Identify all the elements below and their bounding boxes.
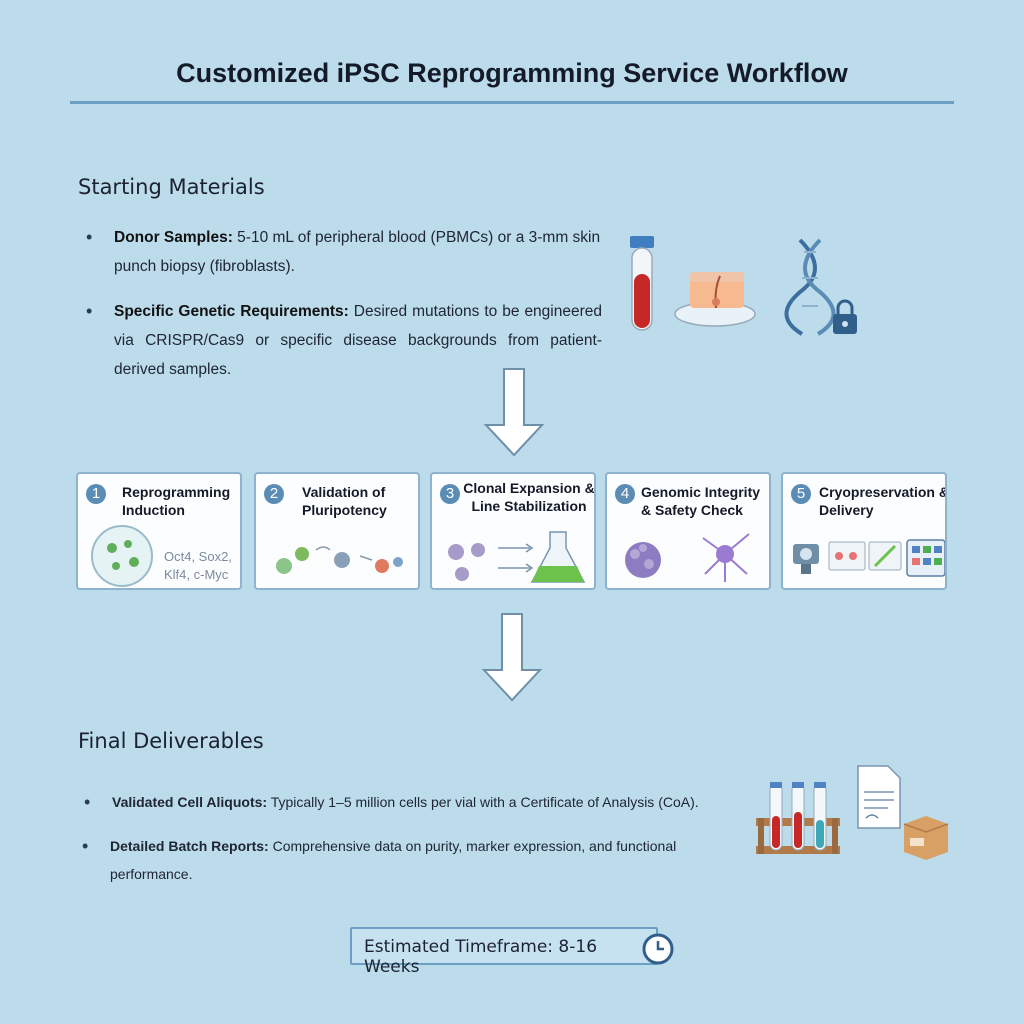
step-label: Validation of Pluripotency [302, 484, 387, 518]
page-title: Customized iPSC Reprogramming Service Wo… [176, 58, 848, 88]
starting-item-text: 5-10 mL of peripheral blood (PBMCs) or a… [114, 229, 601, 275]
step-label: Genomic Integrity & Safety Check [641, 484, 761, 518]
starting-item-label: Donor Samples: [114, 229, 233, 246]
final-deliverables-heading: Final Deliverables [78, 729, 264, 753]
timeframe-box: Estimated Timeframe: 8-16 Weeks [350, 927, 658, 977]
blood-tube-icon [630, 236, 654, 331]
bullet-dot: • [86, 227, 93, 247]
step-label: Reprogramming Induction [122, 484, 231, 518]
step-number: 1 [86, 484, 106, 504]
step-number: 3 [440, 484, 460, 504]
deliverable-text: Typically 1–5 million cells per vial wit… [270, 794, 699, 810]
document-icon [857, 765, 901, 829]
test-tube-rack-icon [756, 782, 840, 854]
step-number: 4 [615, 484, 635, 504]
flask-icon [448, 531, 586, 583]
step-label: Clonal Expansion & Line Stabilization [463, 480, 595, 514]
workflow-step-4: 4 Genomic Integrity & Safety Check [605, 472, 771, 590]
deliverable-text: Comprehensive data on purity, marker exp… [110, 838, 677, 882]
step-number: 2 [264, 484, 284, 504]
down-arrow [483, 368, 545, 457]
neuron-icon [625, 533, 750, 582]
cell-dish-icon [91, 525, 153, 587]
starting-materials-heading: Starting Materials [78, 175, 265, 199]
bullet-dot: • [86, 301, 93, 321]
starting-item-donor: • Donor Samples: 5-10 mL of peripheral b… [86, 223, 602, 281]
clock-icon [642, 933, 674, 965]
workflow-step-2: 2 Validation of Pluripotency [254, 472, 420, 590]
deliverable-item-aliquots: • Validated Cell Aliquots: Typically 1–5… [84, 788, 742, 816]
lab-equipment-icon [793, 539, 945, 577]
deliverable-icons [756, 765, 949, 860]
bullet-dot: • [84, 792, 91, 812]
workflow-step-5: 5 Cryopreservation & Delivery [781, 472, 947, 590]
starting-item-genetic: • Specific Genetic Requirements: Desired… [86, 297, 603, 384]
deliverable-label: Detailed Batch Reports: [110, 838, 269, 854]
workflow-step-1: 1 Reprogramming Induction Oct4, Sox2, Kl… [76, 472, 242, 590]
starting-item-label: Specific Genetic Requirements: [114, 303, 349, 320]
down-arrow [481, 613, 543, 702]
starting-item-text: Desired mutations to be engineered via C… [114, 303, 603, 378]
step-factors-text: Oct4, Sox2, Klf4, c-Myc [164, 549, 232, 582]
workflow-step-3: 3 Clonal Expansion & Line Stabilization [430, 472, 596, 590]
box-icon [903, 816, 949, 860]
pluripotency-cells-icon [276, 546, 403, 574]
deliverable-item-reports: • Detailed Batch Reports: Comprehensive … [82, 832, 722, 888]
bullet-dot: • [82, 836, 89, 856]
dna-lock-icon [784, 238, 857, 336]
title-divider [70, 101, 954, 104]
step-number: 5 [791, 484, 811, 504]
skin-biopsy-icon [674, 272, 756, 327]
step-label: Cryopreservation & Delivery [819, 484, 947, 518]
starting-icons [630, 236, 857, 336]
timeframe-text: Estimated Timeframe: 8-16 Weeks [364, 937, 598, 977]
deliverable-label: Validated Cell Aliquots: [112, 794, 268, 810]
